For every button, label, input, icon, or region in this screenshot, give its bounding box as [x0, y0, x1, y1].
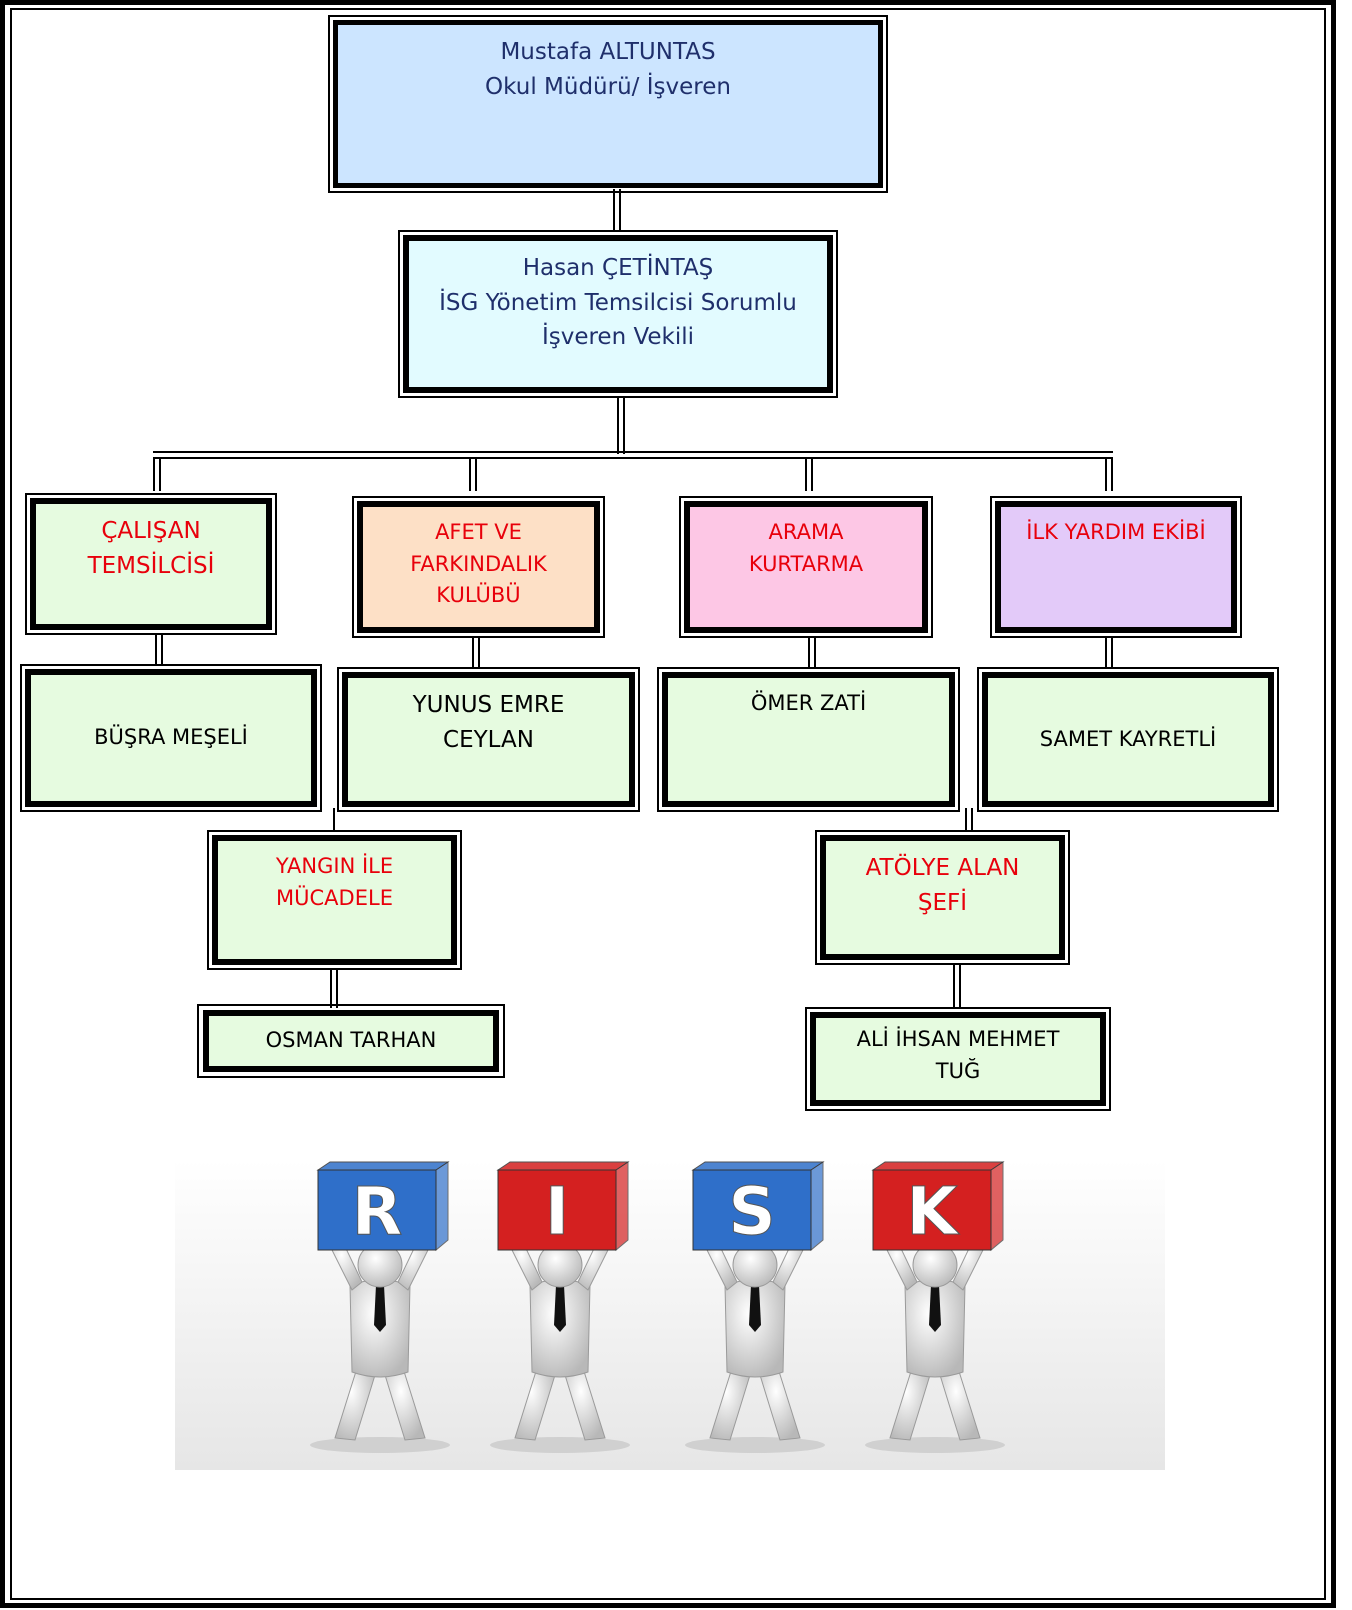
risk-letter: S — [728, 1173, 776, 1250]
connector-bus-first-aid — [1105, 457, 1107, 491]
node-text-line: YANGIN İLE — [275, 854, 394, 878]
node-deputy: Hasan ÇETİNTAŞ İSG Yönetim Temsilcisi Sor… — [398, 230, 838, 398]
node-text-line: YUNUS EMRE — [412, 692, 565, 718]
connector-fire-osman-2 — [336, 968, 338, 1008]
node-workshop-chief: ATÖLYE ALAN ŞEFİ — [815, 830, 1070, 965]
connector-omer-workshop-2 — [971, 808, 973, 832]
risk-figure: R — [310, 1161, 450, 1453]
node-text-line: ATÖLYE ALAN — [865, 855, 1020, 881]
node-text-line: Hasan ÇETİNTAŞ — [522, 255, 714, 281]
connector-disaster-club-yunus — [472, 637, 474, 667]
node-text-line: OSMAN TARHAN — [265, 1028, 437, 1053]
branch-bus-2 — [153, 457, 1113, 459]
connector-employee-rep-busra-2 — [161, 634, 163, 664]
risk-cube-top — [691, 1161, 825, 1171]
node-person-osman: OSMAN TARHAN — [197, 1004, 505, 1078]
connector-yunus-fire — [333, 808, 335, 832]
connector-first-aid-samet-2 — [1111, 637, 1113, 667]
node-fire-fighting: YANGIN İLE MÜCADELE — [207, 830, 462, 970]
node-text-line: ÖMER ZATİ — [750, 691, 867, 715]
node-text-line: AFET VE — [435, 520, 522, 544]
connector-deputy-bus — [617, 398, 619, 454]
risk-cube-top — [871, 1161, 1005, 1171]
page-frame-inner — [10, 8, 1326, 1600]
connector-bus-first-aid-2 — [1111, 457, 1113, 491]
node-person-ali: ALİ İHSAN MEHMET TUĞ — [805, 1007, 1111, 1111]
figure-shadow — [865, 1437, 1005, 1453]
node-first-aid: İLK YARDIM EKİBİ — [990, 496, 1242, 638]
figure-shadow — [310, 1437, 450, 1453]
risk-cube-side — [615, 1161, 629, 1252]
node-person-samet: SAMET KAYRETLİ — [977, 667, 1279, 812]
risk-letter: K — [906, 1173, 960, 1250]
node-text-line: KURTARMA — [748, 551, 864, 576]
risk-figure: I — [490, 1161, 630, 1453]
risk-letter: R — [352, 1173, 403, 1250]
node-text-line: TEMSİLCİSİ — [87, 552, 215, 579]
node-disaster-club: AFET VE FARKINDALIK KULÜBÜ — [352, 496, 605, 638]
node-text-line: İSG Yönetim Temsilcisi Sorumlu — [439, 289, 797, 316]
figure-tie — [929, 1285, 941, 1332]
node-director: Mustafa ALTUNTAS Okul Müdürü/ İşveren — [328, 15, 888, 193]
risk-cube — [317, 1169, 437, 1251]
node-text-line: Okul Müdürü/ İşveren — [485, 73, 731, 100]
node-person-yunus: YUNUS EMRE CEYLAN — [337, 667, 640, 812]
connector-search-rescue-omer-2 — [814, 637, 816, 667]
node-text-line: ŞEFİ — [917, 889, 968, 916]
branch-bus — [153, 451, 1113, 453]
connector-deputy-bus-2 — [623, 398, 625, 454]
risk-cube-side — [990, 1161, 1004, 1252]
connector-employee-rep-busra — [155, 634, 157, 664]
figure-tie — [374, 1285, 386, 1332]
connector-first-aid-samet — [1105, 637, 1107, 667]
figure-shadow — [685, 1437, 825, 1453]
risk-cube-side — [435, 1161, 449, 1252]
risk-figure: K — [865, 1161, 1005, 1453]
risk-cube-top — [316, 1161, 450, 1171]
node-employee-rep: ÇALIŞAN TEMSİLCİSİ — [25, 493, 277, 635]
connector-workshop-ali-2 — [959, 963, 961, 1009]
connector-director-deputy-2 — [619, 189, 621, 231]
node-text-line: BÜŞRA MEŞELİ — [94, 725, 248, 750]
connector-search-rescue-omer — [808, 637, 810, 667]
node-person-busra: BÜŞRA MEŞELİ — [20, 664, 322, 812]
node-text-line: KULÜBÜ — [436, 583, 521, 607]
node-text-line: SAMET KAYRETLİ — [1039, 726, 1217, 751]
risk-cube — [497, 1169, 617, 1251]
node-text-line: Mustafa ALTUNTAS — [500, 39, 716, 65]
node-text-line: CEYLAN — [443, 726, 534, 753]
node-text-line: ÇALIŞAN — [101, 518, 201, 544]
connector-workshop-ali — [953, 963, 955, 1009]
connector-bus-employee-rep — [153, 457, 155, 491]
connector-bus-disaster-club — [469, 457, 471, 491]
connector-bus-search-rescue — [805, 457, 807, 491]
node-text-line: MÜCADELE — [276, 885, 393, 910]
connector-director-deputy — [613, 189, 615, 231]
connector-fire-osman — [330, 968, 332, 1008]
node-text-line: ARAMA — [768, 520, 844, 544]
node-text-line: İşveren Vekili — [541, 324, 695, 350]
node-person-omer: ÖMER ZATİ — [657, 667, 960, 812]
node-text-line: TUĞ — [935, 1058, 981, 1083]
figure-shadow — [490, 1437, 630, 1453]
connector-bus-disaster-club-2 — [475, 457, 477, 491]
figure-tie — [554, 1285, 566, 1332]
risk-cube-top — [496, 1161, 630, 1171]
connector-bus-employee-rep-2 — [159, 457, 161, 491]
figure-tie — [749, 1285, 761, 1332]
connector-disaster-club-yunus-2 — [478, 637, 480, 667]
risk-cube — [872, 1169, 992, 1251]
node-text-line: ALİ İHSAN MEHMET — [856, 1027, 1060, 1051]
connector-bus-search-rescue-2 — [811, 457, 813, 491]
connector-omer-workshop — [965, 808, 967, 832]
node-search-rescue: ARAMA KURTARMA — [679, 496, 933, 638]
node-text-line: İLK YARDIM EKİBİ — [1026, 520, 1206, 544]
risk-cube-side — [810, 1161, 824, 1252]
node-text-line: FARKINDALIK — [410, 551, 547, 576]
risk-figure: S — [685, 1161, 825, 1453]
risk-letter: I — [545, 1173, 570, 1250]
